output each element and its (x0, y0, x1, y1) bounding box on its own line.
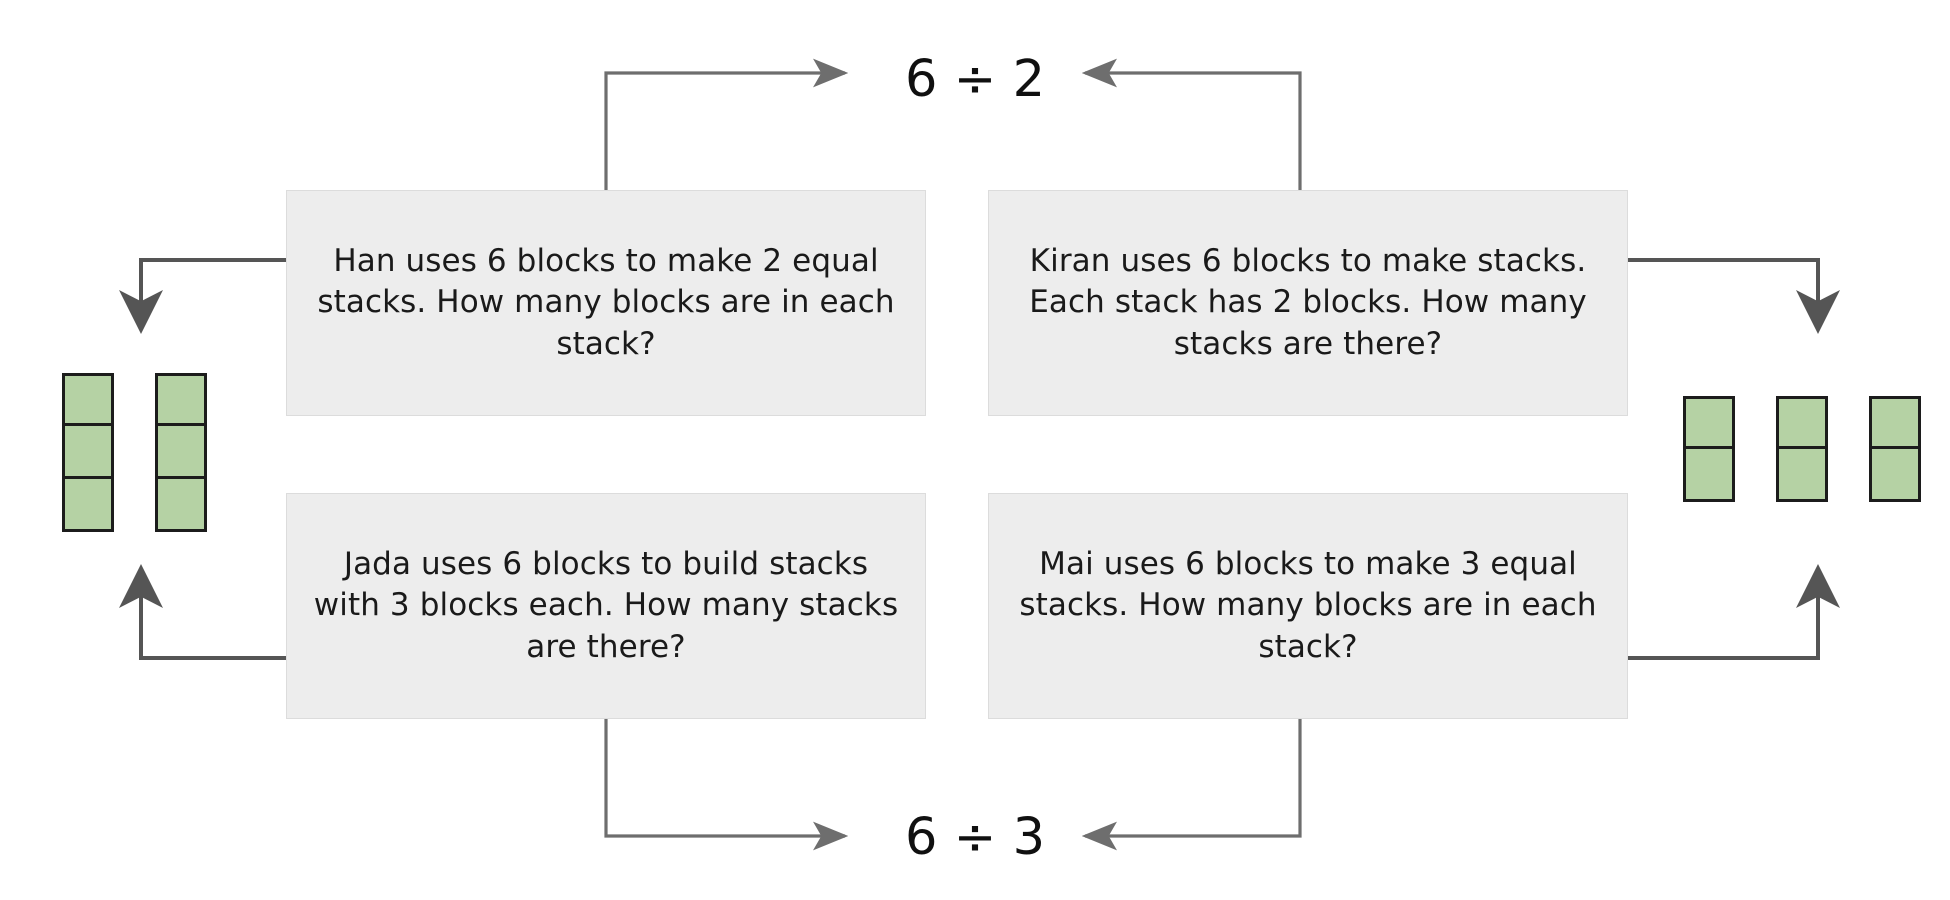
block-cube (155, 479, 207, 532)
block-stack (1683, 396, 1735, 502)
expression-bottom: 6 ÷ 3 (904, 808, 1046, 867)
block-cube (1776, 396, 1828, 449)
connector-jada-to-left-stacks (119, 564, 286, 660)
problem-box-jada[interactable]: Jada uses 6 blocks to build stacks with … (286, 493, 926, 719)
block-cube (155, 373, 207, 426)
block-cube (1683, 396, 1735, 449)
block-stack (1776, 396, 1828, 502)
problem-text-han: Han uses 6 blocks to make 2 equal stacks… (317, 242, 895, 362)
problem-text-jada: Jada uses 6 blocks to build stacks with … (313, 545, 899, 665)
block-cube (1683, 449, 1735, 502)
connector-mai-to-right-stacks (1628, 564, 1840, 660)
problem-box-mai[interactable]: Mai uses 6 blocks to make 3 equal stacks… (988, 493, 1628, 719)
block-cube (1776, 449, 1828, 502)
block-stacks-right (1683, 396, 1921, 502)
block-cube (155, 426, 207, 479)
block-cube (62, 373, 114, 426)
problem-box-kiran[interactable]: Kiran uses 6 blocks to make stacks. Each… (988, 190, 1628, 416)
block-cube (1869, 449, 1921, 502)
problem-text-kiran: Kiran uses 6 blocks to make stacks. Each… (1029, 242, 1587, 362)
connector-han-to-left-stacks (119, 258, 286, 334)
connector-kiran-to-right-stacks (1628, 258, 1840, 334)
block-cube (62, 479, 114, 532)
block-stacks-left (62, 373, 207, 532)
block-cube (1869, 396, 1921, 449)
block-stack (1869, 396, 1921, 502)
problem-box-han[interactable]: Han uses 6 blocks to make 2 equal stacks… (286, 190, 926, 416)
expression-top: 6 ÷ 2 (904, 50, 1046, 109)
block-stack (155, 373, 207, 532)
problem-text-mai: Mai uses 6 blocks to make 3 equal stacks… (1019, 545, 1597, 665)
block-cube (62, 426, 114, 479)
block-stack (62, 373, 114, 532)
